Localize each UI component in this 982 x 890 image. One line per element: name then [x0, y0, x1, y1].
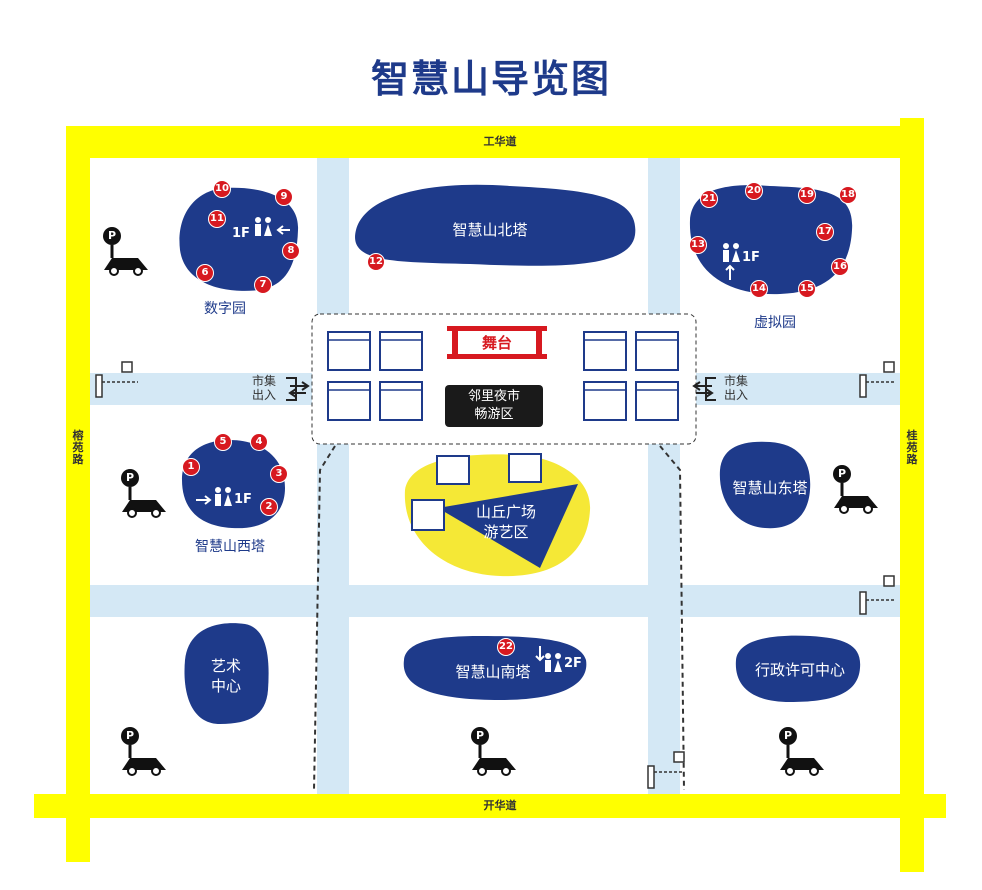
parking-car-icon-w	[121, 469, 166, 518]
zone-label-east-tower: 智慧山东塔	[732, 479, 808, 497]
road-label-east: 桂苑路	[906, 429, 918, 466]
night-market-label-2: 畅游区	[474, 407, 514, 422]
zone-label-hill-plaza-1: 山丘广场	[475, 503, 536, 521]
pin-6[interactable]: 6	[196, 264, 214, 282]
pin-1[interactable]: 1	[182, 458, 200, 476]
zone-art-center[interactable]	[184, 623, 269, 724]
floor-label-virtual: 1F	[742, 250, 760, 265]
pin-18[interactable]: 18	[839, 186, 857, 204]
parking-car-icon-e	[833, 465, 878, 514]
pin-4[interactable]: 4	[250, 433, 268, 451]
night-market-label-1: 邻里夜市	[467, 389, 520, 404]
zone-label-admin-center: 行政许可中心	[754, 661, 845, 679]
page-title: 智慧山导览图	[370, 57, 611, 101]
road-east	[900, 118, 924, 872]
zone-north-tower[interactable]	[355, 184, 636, 266]
market-entrance-west-1: 市集	[252, 374, 277, 388]
parking-label-e: P	[837, 467, 847, 480]
pin-10[interactable]: 10	[213, 180, 231, 198]
entrance-icon-west	[286, 377, 310, 401]
road-label-north: 工华道	[483, 135, 517, 148]
market-entrance-east: 市集 出入	[724, 374, 748, 402]
market-entrance-west-2: 出入	[252, 388, 277, 402]
night-market-box[interactable]: 邻里夜市 畅游区	[445, 385, 543, 427]
stage-label: 舞台	[481, 334, 512, 352]
floor-label-digital: 1F	[232, 226, 250, 241]
parking-label-sw: P	[125, 729, 135, 742]
pin-17[interactable]: 17	[816, 223, 834, 241]
zone-label-art-center-2: 中心	[210, 677, 241, 695]
pin-5[interactable]: 5	[214, 433, 232, 451]
gate-west-north	[95, 361, 138, 398]
market-entrance-west: 市集 出入	[252, 374, 276, 402]
road-south	[34, 794, 946, 818]
parking-label-se: P	[783, 729, 793, 742]
path-vertical-east	[648, 156, 680, 796]
parking-label-nw: P	[107, 229, 117, 242]
pin-14[interactable]: 14	[750, 280, 768, 298]
pin-20[interactable]: 20	[745, 182, 763, 200]
path-horizontal-south	[88, 585, 908, 617]
entrance-icon-east	[692, 377, 716, 401]
road-label-west: 榕苑路	[72, 429, 84, 466]
road-label-south: 开华道	[483, 799, 517, 812]
pin-22[interactable]: 22	[497, 638, 515, 656]
pin-13[interactable]: 13	[689, 236, 707, 254]
parking-car-icon-se	[779, 727, 824, 776]
zone-label-west-tower: 智慧山西塔	[195, 539, 265, 555]
zone-label-south-tower: 智慧山南塔	[455, 663, 531, 681]
zone-label-north-tower: 智慧山北塔	[452, 221, 528, 239]
pin-2[interactable]: 2	[260, 498, 278, 516]
stage-frame	[447, 326, 547, 359]
pin-19[interactable]: 19	[798, 186, 816, 204]
zone-label-hill-plaza-2: 游艺区	[483, 523, 529, 541]
pin-12[interactable]: 12	[367, 253, 385, 271]
pin-9[interactable]: 9	[275, 188, 293, 206]
pin-8[interactable]: 8	[282, 242, 300, 260]
parking-car-icon-s	[471, 727, 516, 776]
zone-east-tower[interactable]	[719, 441, 811, 529]
floor-label-south: 2F	[564, 656, 582, 671]
stage[interactable]: 舞台	[447, 326, 547, 360]
gate-east-north	[859, 361, 896, 398]
restroom-icon-south	[535, 646, 562, 672]
path-vertical-west	[317, 156, 349, 796]
pin-7[interactable]: 7	[254, 276, 272, 294]
zone-admin-center[interactable]	[735, 635, 861, 702]
pin-11[interactable]: 11	[208, 210, 226, 228]
pin-21[interactable]: 21	[700, 190, 718, 208]
market-stalls	[327, 331, 679, 421]
parking-car-icon-sw	[121, 727, 166, 776]
parking-car-icon-nw	[103, 227, 148, 276]
zone-label-virtual-garden: 虚拟园	[754, 315, 796, 331]
pin-16[interactable]: 16	[831, 258, 849, 276]
market-stall-awnings	[328, 339, 678, 391]
market-entrance-east-2: 出入	[724, 388, 749, 402]
hill-plaza-triangle	[438, 484, 578, 568]
market-entrance-east-1: 市集	[724, 374, 749, 388]
zone-label-art-center-1: 艺术	[210, 657, 241, 675]
restroom-icon-virtual	[723, 243, 740, 280]
zone-west-tower[interactable]	[182, 440, 285, 529]
gate-east-south	[859, 575, 896, 615]
road-west	[66, 126, 90, 862]
restroom-icon-west	[196, 487, 232, 506]
restroom-icon-digital	[255, 217, 290, 236]
dashed-route-east	[659, 445, 685, 791]
zone-label-digital-garden: 数字园	[204, 301, 246, 317]
plaza-stalls	[411, 453, 542, 531]
pin-15[interactable]: 15	[798, 280, 816, 298]
gate-south	[647, 751, 685, 789]
pin-3[interactable]: 3	[270, 465, 288, 483]
floor-label-west: 1F	[234, 492, 252, 507]
road-north	[66, 126, 922, 158]
parking-label-w: P	[125, 471, 135, 484]
dashed-route-west	[313, 445, 336, 791]
parking-label-s: P	[475, 729, 485, 742]
